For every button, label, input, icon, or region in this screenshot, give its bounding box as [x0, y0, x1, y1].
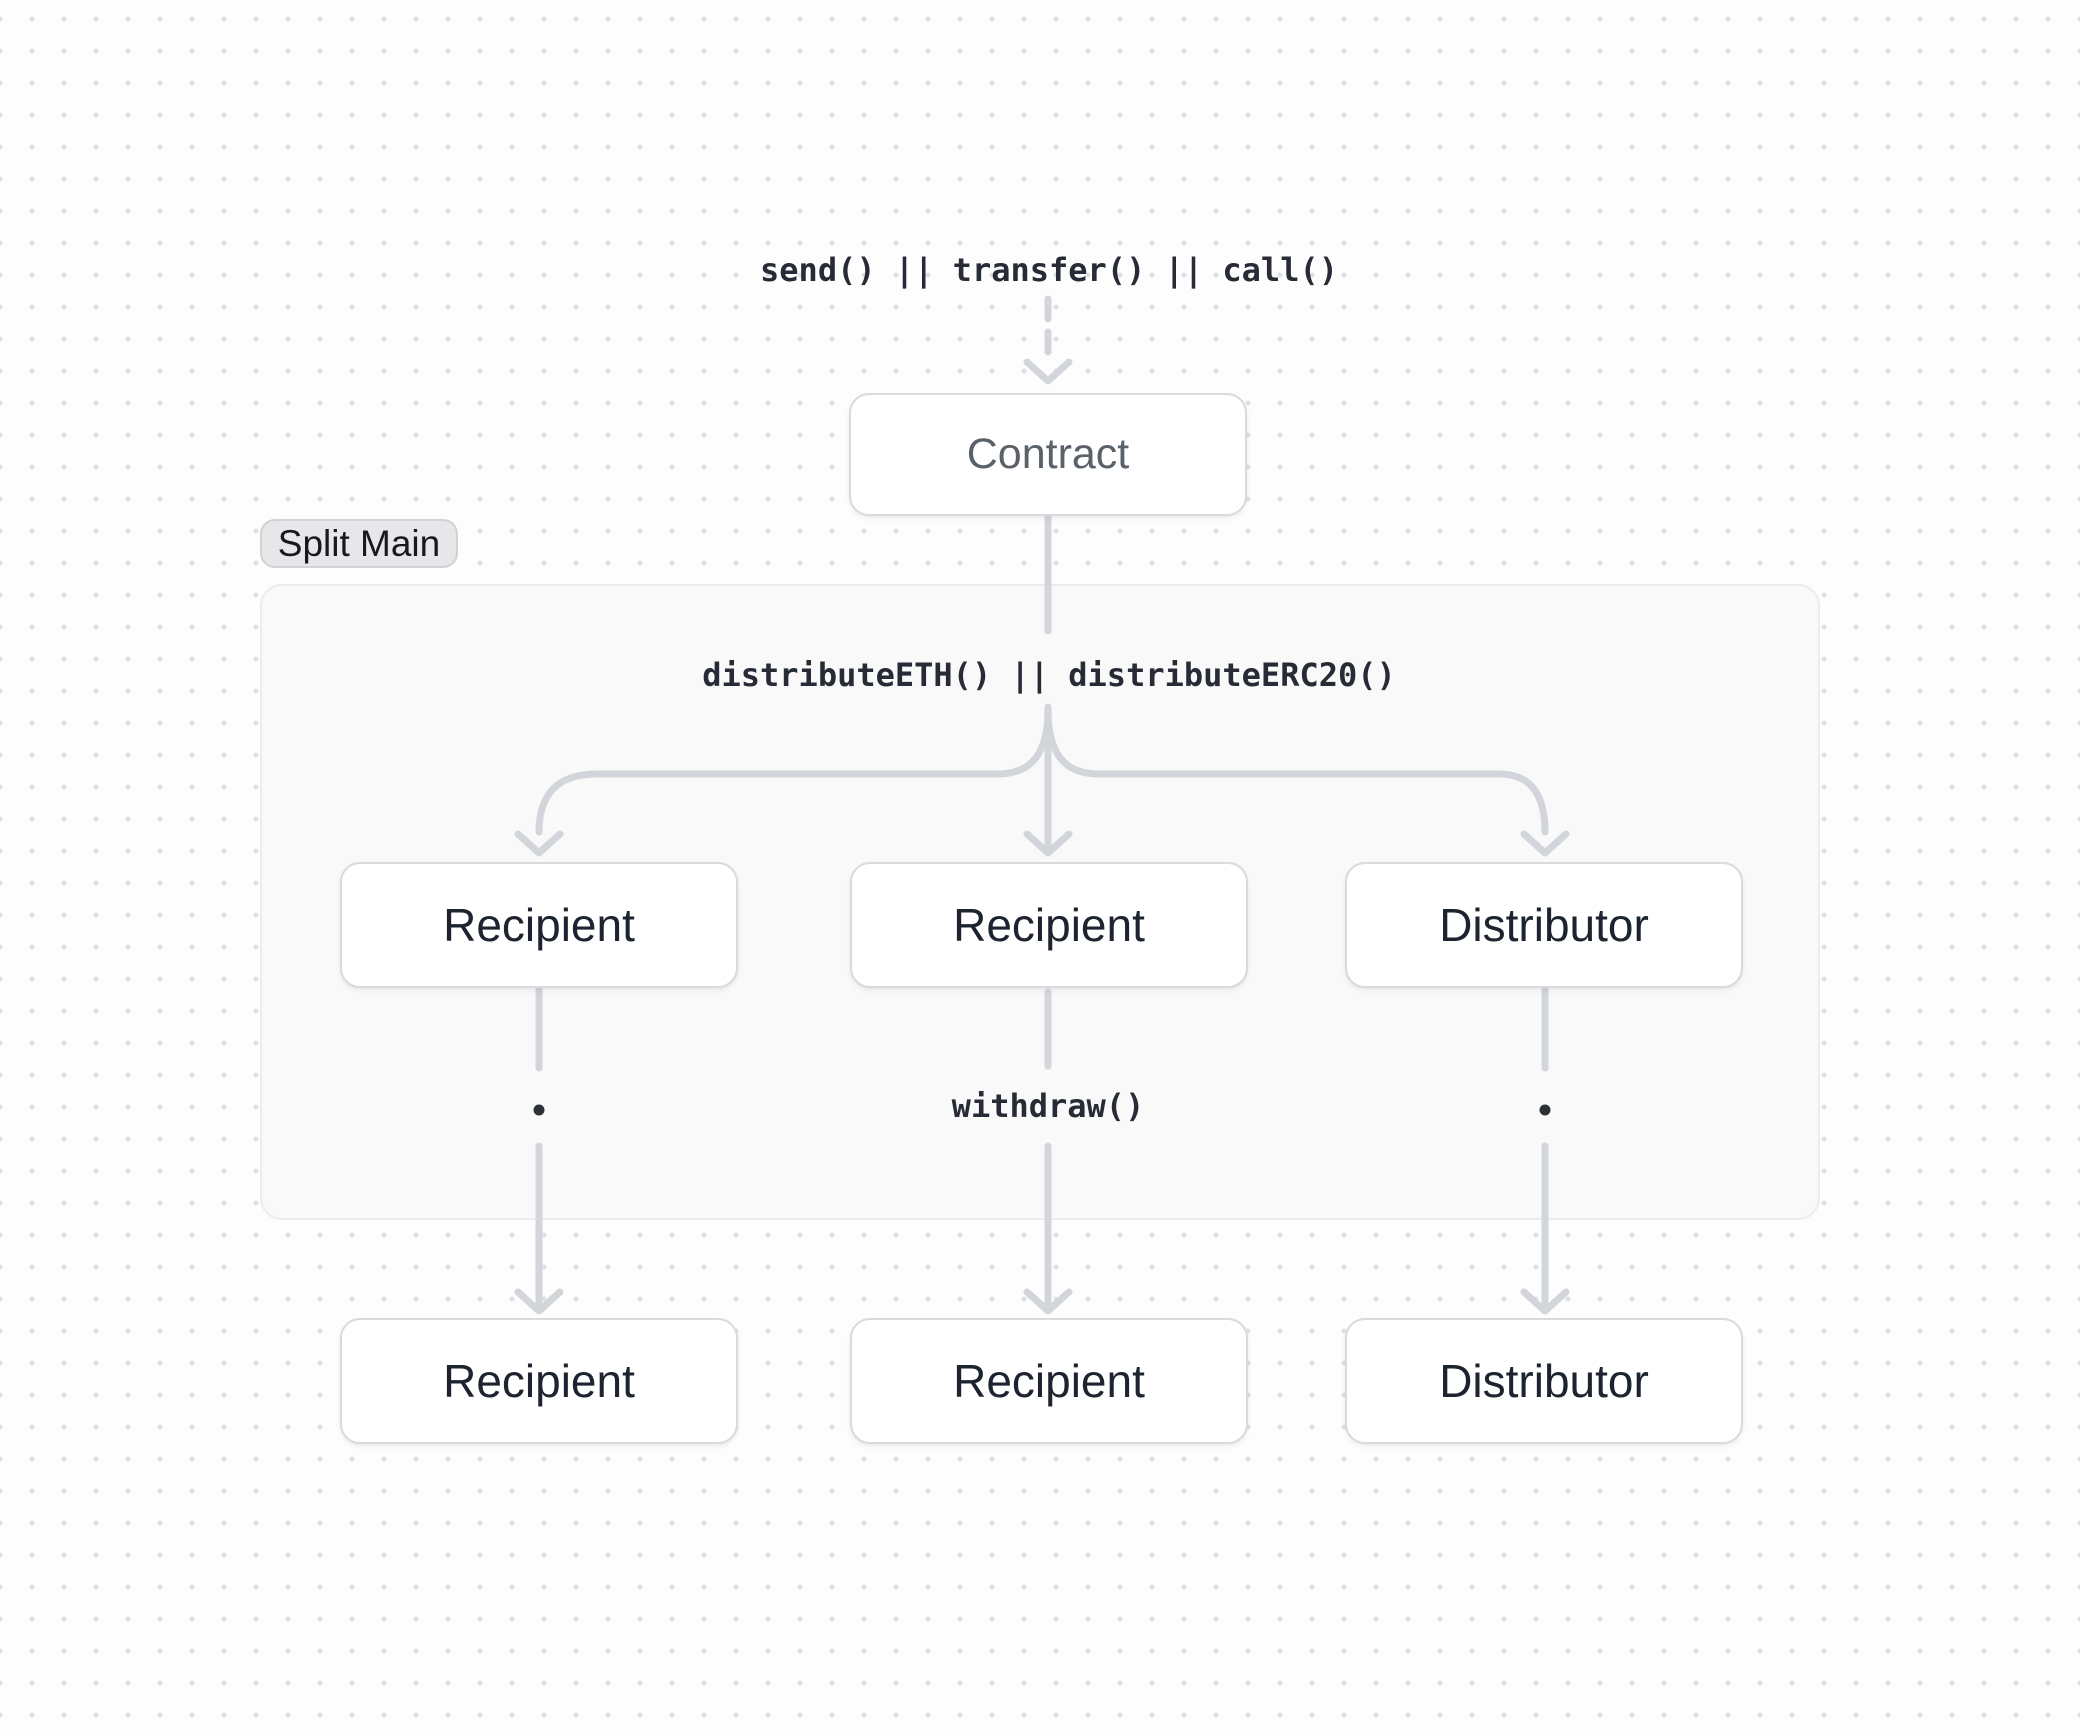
node-label: Recipient — [443, 899, 635, 951]
split-main-badge: Split Main — [260, 519, 458, 568]
node-label: Distributor — [1439, 1355, 1649, 1407]
node-label: Recipient — [953, 899, 1145, 951]
ellipsis-dot-right — [1539, 1104, 1551, 1116]
node-contract-label: Contract — [966, 430, 1130, 478]
node-recipient-row1-left: Recipient — [340, 862, 738, 988]
node-distributor-row1-right: Distributor — [1345, 862, 1743, 988]
edge-branch-right — [1044, 705, 1570, 857]
node-recipient-row2-left: Recipient — [340, 1318, 738, 1444]
node-contract: Contract — [849, 393, 1247, 516]
node-label: Recipient — [443, 1355, 635, 1407]
edge-left-lower — [514, 1142, 564, 1315]
node-distributor-row2-right: Distributor — [1345, 1318, 1743, 1444]
edge-center-lower — [1023, 1142, 1073, 1315]
dashed-arrow-top — [1023, 295, 1073, 385]
ellipsis-dot-left — [533, 1104, 545, 1116]
node-label: Distributor — [1439, 899, 1649, 951]
distribute-call-label: distributeETH() || distributeERC20() — [702, 656, 1396, 694]
node-recipient-row2-center: Recipient — [850, 1318, 1248, 1444]
node-recipient-row1-center: Recipient — [850, 862, 1248, 988]
split-main-badge-label: Split Main — [277, 522, 441, 564]
withdraw-call-label: withdraw() — [951, 1087, 1145, 1125]
top-call-label: send() || transfer() || call() — [760, 251, 1338, 289]
edge-right-lower — [1520, 1142, 1570, 1315]
node-label: Recipient — [953, 1355, 1145, 1407]
edge-branch-left — [514, 705, 1052, 857]
